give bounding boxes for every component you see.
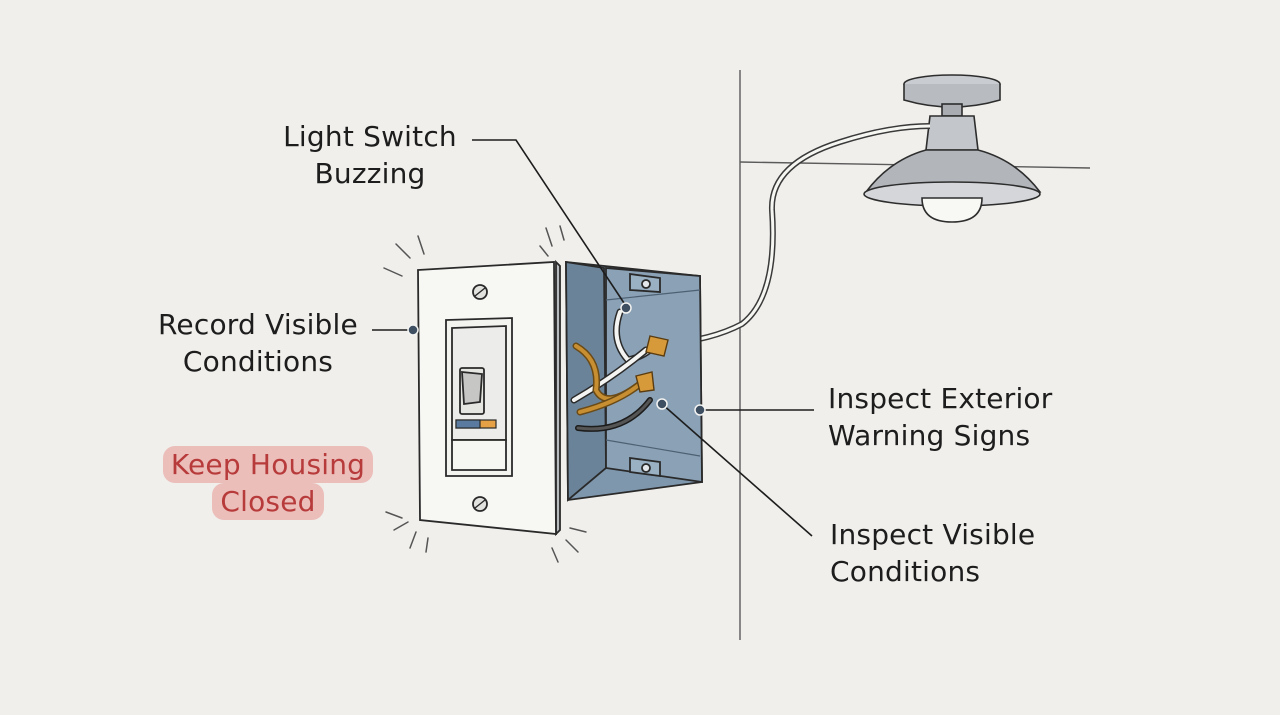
callout-keep-housing-closed: Keep Housing Closed [150, 446, 386, 520]
wire-nuts [635, 335, 669, 393]
callout-inspect-visible-conditions: Inspect Visible Conditions [830, 516, 1035, 590]
warning-highlight: Closed [212, 483, 324, 520]
cable-to-light [664, 123, 931, 347]
callout-line: Light Switch [283, 120, 457, 153]
callout-light-switch-buzzing: Light Switch Buzzing [268, 118, 472, 192]
warning-highlight: Keep Housing [162, 446, 374, 483]
callout-line: Buzzing [314, 157, 426, 190]
ceiling-light-icon [863, 74, 1042, 223]
callout-line: Inspect Exterior [828, 382, 1053, 415]
callout-line: Warning Signs [828, 419, 1031, 452]
leader-lines [372, 139, 814, 537]
callout-line: Conditions [182, 345, 334, 378]
callout-line: Inspect Visible [830, 518, 1036, 551]
light-switch-icon [417, 259, 561, 537]
callout-record-visible-conditions: Record Visible Conditions [140, 306, 376, 380]
callout-inspect-exterior-warning-signs: Inspect Exterior Warning Signs [828, 380, 1052, 454]
callout-line: Conditions [830, 555, 981, 588]
leader-dots [407, 302, 706, 416]
electrical-box [565, 260, 703, 502]
callout-line: Record Visible [158, 308, 358, 341]
